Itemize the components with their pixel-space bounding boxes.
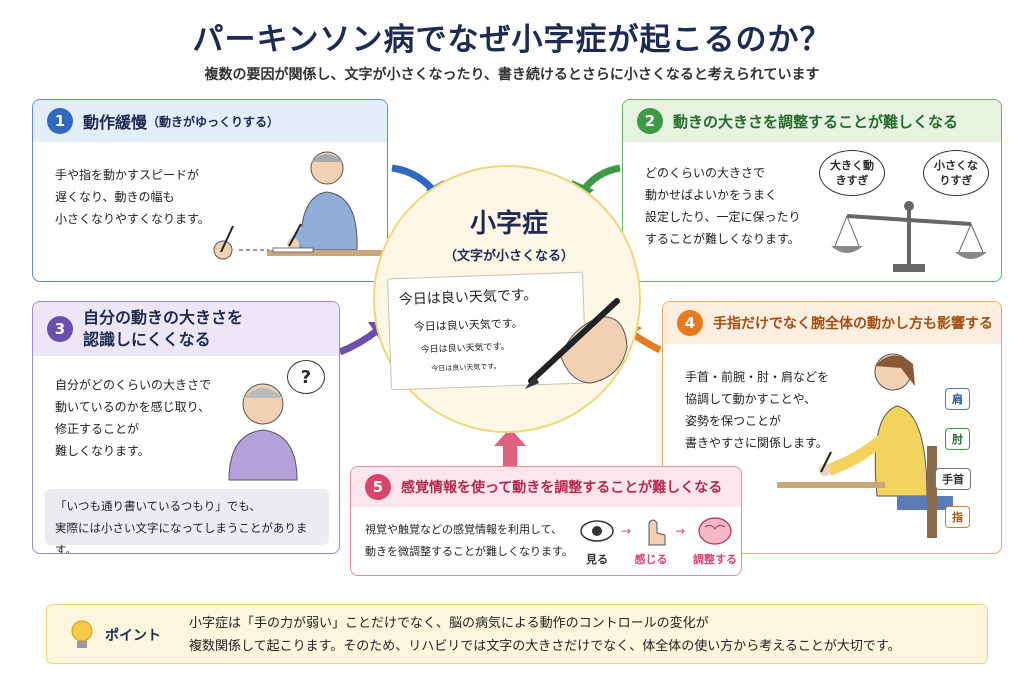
- body-line: 遅くなり、動きの幅も: [55, 190, 175, 204]
- body-line: 小さくなりやすくなります。: [55, 212, 210, 226]
- tag-wrist: 手首: [935, 468, 971, 490]
- card-header: 2 動きの大きさを調整することが難しくなる: [623, 100, 1001, 142]
- body-line: 手や指を動かすスピードが: [55, 168, 200, 182]
- body-line: 姿勢を保つことが: [685, 414, 782, 428]
- body-line: 難しくなります。: [55, 444, 150, 458]
- body-line: 動きを微調整することが難しくなります。: [365, 545, 573, 558]
- lightbulb-icon: [71, 620, 93, 648]
- body-line: 手首・前腕・肘・肩などを: [685, 370, 830, 384]
- card-number: 2: [637, 108, 663, 134]
- sensory-steps-icons: → →: [580, 517, 732, 546]
- card-size-adjustment: 2 動きの大きさを調整することが難しくなる どのくらいの大きさで 動かせばよいか…: [622, 99, 1002, 282]
- tag-elbow: 肘: [945, 428, 970, 450]
- svg-text:→: →: [621, 524, 631, 538]
- step-feel-label: 感じる: [634, 553, 668, 566]
- page-subtitle: 複数の要因が関係し、文字が小さくなったり、書き続けるとさらに小さくなると考えられ…: [204, 67, 820, 83]
- speech-bubble-too-small: 小さくなりすぎ: [923, 150, 989, 196]
- step-adjust-label: 調整する: [693, 553, 737, 566]
- writing-line: 今日は良い天気です。: [413, 316, 523, 334]
- card-body: 手や指を動かすスピードが 遅くなり、動きの幅も 小さくなりやすくなります。: [55, 164, 210, 230]
- card-number: 5: [365, 474, 391, 500]
- point-line: 小字症は「手の力が弱い」ことだけでなく、脳の病気による動作のコントロールの変化が: [189, 616, 709, 631]
- tag-shoulder: 肩: [945, 388, 970, 410]
- center-subtitle: （文字が小さくなる）: [443, 249, 574, 264]
- card-title: 感覚情報を使って動きを調整することが難しくなる: [401, 480, 723, 496]
- hand-holding-pen-icon: [525, 298, 628, 389]
- center-micrographia: 小字症 （文字が小さくなる） 今日は良い天気です。 今日は良い天気です。 今日は…: [373, 165, 641, 433]
- card-body: 手首・前腕・肘・肩などを 協調して動かすことや、 姿勢を保つことが 書きやすさに…: [685, 366, 829, 454]
- card-number: 4: [677, 310, 703, 336]
- seated-woman-writing-icon: [777, 353, 953, 538]
- speech-bubble-too-big: 大きく動きすぎ: [819, 150, 885, 196]
- point-box: ポイント 小字症は「手の力が弱い」ことだけでなく、脳の病気による動作のコントロー…: [46, 604, 988, 664]
- card-number: 1: [47, 108, 73, 134]
- card-note: 「いつも通り書いているつもり」でも、 実際には小さい文字になってしまうことがあり…: [45, 489, 329, 553]
- arrow-2-icon: [579, 164, 621, 195]
- arrow-3-icon: [338, 327, 381, 356]
- body-line: 動いているのかを感じ取り、: [55, 400, 211, 414]
- writing-line: 今日は良い天気です。: [431, 362, 501, 373]
- card-title: 手指だけでなく腕全体の動かし方も影響する: [713, 316, 993, 332]
- card-body: どのくらいの大きさで 動かせばよいかをうまく 設定したり、一定に保ったり するこ…: [645, 162, 801, 250]
- card-bradykinesia: 1 動作緩慢 （動きがゆっくりする） 手や指を動かすスピードが 遅くなり、動きの…: [32, 99, 388, 282]
- body-line: 設定したり、一定に保ったり: [645, 210, 801, 224]
- card-self-awareness: 3 自分の動きの大きさを 認識しにくくなる 自分がどのくらいの大きさで 動いてい…: [32, 301, 340, 554]
- body-line: 協調して動かすことや、: [685, 392, 817, 406]
- body-line: 自分がどのくらいの大きさで: [55, 378, 212, 392]
- card-header: 1 動作緩慢 （動きがゆっくりする）: [33, 100, 387, 142]
- card-title: 自分の動きの大きさを 認識しにくくなる: [83, 308, 244, 349]
- note-line: 実際には小さい文字になってしまうことがあります。: [55, 521, 308, 554]
- point-text: 小字症は「手の力が弱い」ことだけでなく、脳の病気による動作のコントロールの変化が…: [189, 612, 901, 658]
- brain-icon: [698, 517, 732, 545]
- card-header: 4 手指だけでなく腕全体の動かし方も影響する: [663, 302, 1001, 344]
- writing-line: 今日は良い天気です。: [420, 342, 510, 356]
- center-title: 小字症: [469, 209, 548, 239]
- step-see-label: 見る: [586, 553, 608, 566]
- card-body: 自分がどのくらいの大きさで 動いているのかを感じ取り、 修正することが 難しくな…: [55, 374, 211, 462]
- body-line: することが難しくなります。: [645, 232, 800, 246]
- elderly-man-writing-icon: [213, 151, 387, 260]
- body-line: 書きやすさに関係します。: [685, 436, 828, 450]
- balance-scale-icon: [831, 201, 987, 272]
- arrow-5-icon: [503, 444, 517, 468]
- card-header: 3 自分の動きの大きさを 認識しにくくなる: [33, 302, 339, 356]
- touch-hand-icon: [648, 519, 666, 546]
- card-number: 3: [47, 316, 73, 342]
- note-line: 「いつも通り書いているつもり」でも、: [55, 499, 261, 513]
- page-title: パーキンソン病でなぜ小字症が起こるのか？: [192, 22, 832, 58]
- card-title: 動きの大きさを調整することが難しくなる: [673, 112, 959, 131]
- body-line: どのくらいの大きさで: [645, 166, 766, 180]
- card-title: 動作緩慢: [83, 113, 148, 132]
- card-title-note: （動きがゆっくりする）: [147, 114, 280, 129]
- writing-line: 今日は良い天気です。: [398, 287, 538, 309]
- body-line: 視覚や触覚などの感覚情報を利用して、: [365, 523, 563, 536]
- body-line: 修正することが: [55, 422, 140, 436]
- point-label: ポイント: [105, 628, 161, 644]
- point-line: 複数関係して起こります。そのため、リハビリでは文字の大きさだけでなく、体全体の使…: [189, 639, 901, 654]
- body-line: 動かせばよいかをうまく: [645, 188, 778, 202]
- confused-man-icon: [228, 383, 298, 481]
- svg-text:→: →: [675, 524, 685, 538]
- card-body: 視覚や触覚などの感覚情報を利用して、 動きを微調整することが難しくなります。: [365, 519, 573, 563]
- tag-finger: 指: [945, 506, 970, 528]
- card-sensory-feedback: 5 感覚情報を使って動きを調整することが難しくなる 視覚や触覚などの感覚情報を利…: [350, 466, 742, 576]
- question-bubble: ?: [287, 360, 325, 394]
- card-header: 5 感覚情報を使って動きを調整することが難しくなる: [351, 467, 741, 507]
